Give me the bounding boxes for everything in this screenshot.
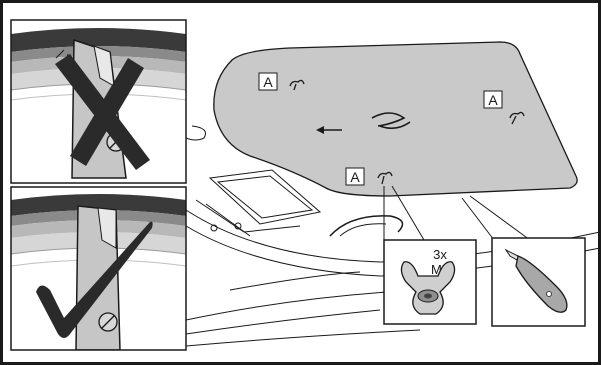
part-label-a-3: A [345, 167, 365, 186]
wing-nut-marker-3 [377, 171, 393, 185]
wrong-inset-border [10, 19, 187, 184]
svg-text:A: A [263, 74, 273, 90]
correct-method-inset [11, 187, 186, 350]
cross-mark-icon [55, 54, 150, 170]
correct-inset-border [10, 186, 187, 351]
wing-nut-callout: 3x M5 [383, 239, 477, 325]
quantity-label: 3x [433, 247, 447, 262]
part-label-a-1: A [258, 72, 278, 91]
arrow-left-icon [316, 126, 342, 134]
wing-nut-marker-2 [509, 111, 525, 125]
part-label-a-2: A [483, 90, 503, 109]
svg-text:A: A [350, 169, 360, 185]
check-mark-icon [36, 221, 153, 338]
callout-lines [383, 185, 531, 241]
utility-knife-icon [504, 248, 568, 313]
svg-text:A: A [488, 92, 498, 108]
wing-nut-marker-1 [289, 79, 305, 91]
roof-panel [213, 41, 578, 197]
wrong-method-inset [11, 20, 186, 183]
utility-knife-callout [491, 237, 586, 327]
wing-nut-icon [400, 261, 456, 315]
logo-emblem-icon [371, 112, 411, 130]
